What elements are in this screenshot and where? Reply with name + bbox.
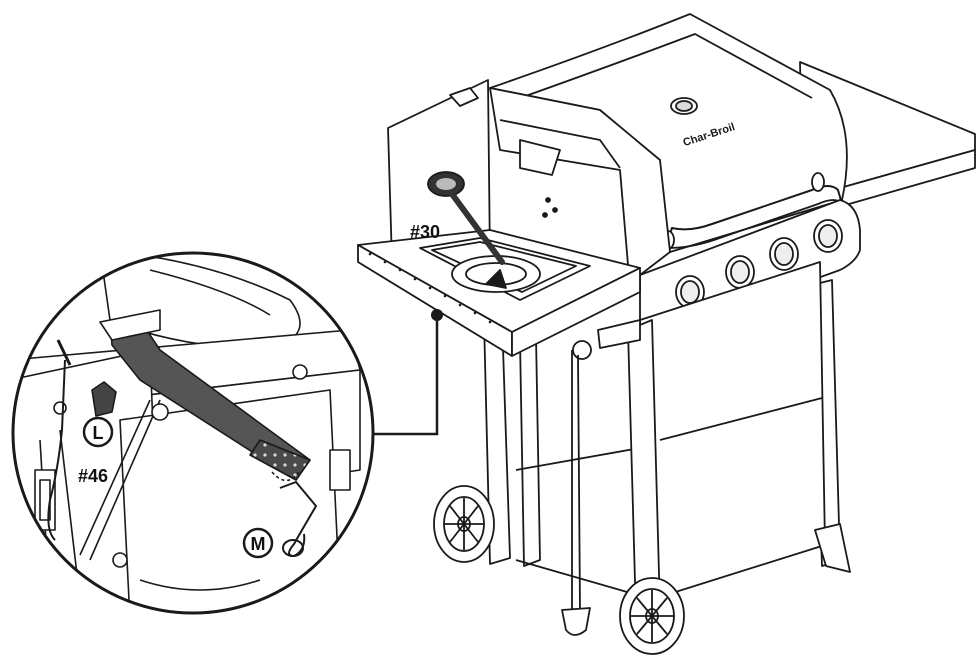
shelf-edge-holes [368,252,492,324]
grill: Char-Broil [357,13,976,655]
firebox [489,87,671,276]
rear-wheel [433,485,495,563]
part-46-label: #46 [78,466,108,486]
control-knob-3[interactable] [769,237,799,271]
leader-line [364,309,443,436]
callout-m: M [242,527,274,559]
cart-body [515,261,826,601]
igniter-tool-part-30 [427,171,505,265]
control-knob-2[interactable] [725,255,755,289]
bracket-part-l [91,381,117,417]
svg-text:M: M [251,534,266,554]
left-side-shelf [357,79,641,357]
detail-zoom-view [11,251,375,615]
match-holder-chain [561,319,641,636]
grill-lid: Char-Broil [489,13,848,253]
igniter-wire-part-46 [47,359,66,541]
callout-l: L [82,416,114,448]
front-wheel [619,577,685,655]
control-knob-4[interactable] [813,219,843,253]
part-30-label: #30 [410,222,440,242]
svg-text:L: L [93,423,104,443]
